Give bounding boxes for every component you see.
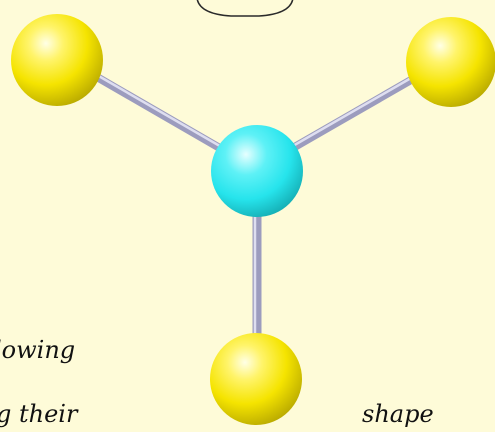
text-fragment-lowing: lowing [0, 336, 76, 364]
outer-atom-lower [210, 333, 302, 425]
central-atom [211, 125, 303, 217]
bond-upper-left-highlight [88, 69, 246, 162]
outer-atom-upper-left [11, 14, 103, 106]
text-fragment-shape: shape [362, 400, 434, 428]
outer-atom-upper-right [406, 17, 495, 107]
top-ellipse-outline [196, 0, 294, 17]
text-fragment-their: g their [0, 400, 78, 428]
